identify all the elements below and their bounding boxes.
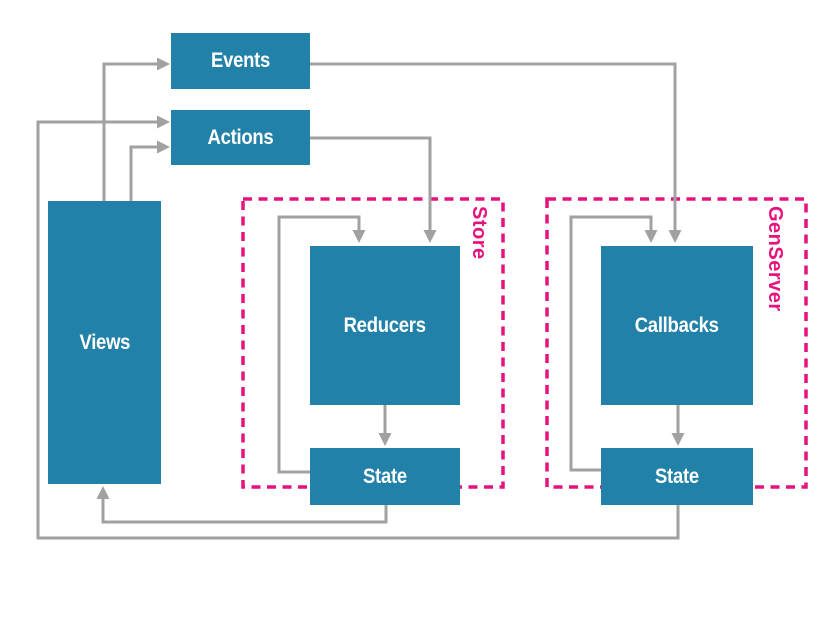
edge-actions-reducers — [310, 136, 432, 231]
node-callbacks-label: Callbacks — [635, 313, 719, 337]
node-reducers-label: Reducers — [343, 313, 427, 337]
store-group-border — [241, 197, 505, 489]
arrowhead-into-events — [157, 57, 170, 71]
store-group-label: Store — [468, 206, 490, 260]
edge-store-state-views — [101, 499, 388, 524]
arrowhead-into-store-state — [378, 433, 392, 446]
node-genserver-state-label: State — [655, 464, 699, 488]
node-genserver-state: State — [601, 448, 753, 505]
node-views: Views — [48, 201, 161, 484]
node-events: Events — [171, 33, 310, 89]
edge-genserver-state-callbacks-loop — [569, 215, 653, 472]
arrowhead-into-actions-lower — [157, 140, 170, 154]
arrowhead-into-callbacks-loop — [644, 230, 658, 243]
node-store-state: State — [310, 448, 460, 505]
arrowhead-into-reducers-loop — [352, 230, 366, 243]
arrowhead-into-reducers — [423, 230, 437, 243]
node-events-label: Events — [210, 49, 271, 72]
node-views-label: Views — [79, 330, 130, 354]
node-reducers: Reducers — [310, 246, 460, 405]
node-actions: Actions — [171, 110, 310, 165]
arrowhead-into-callbacks — [668, 230, 682, 243]
edge-events-callbacks — [310, 62, 677, 231]
edge-genserver-state-actions — [36, 120, 680, 540]
edge-views-actions — [129, 145, 158, 201]
arrowhead-into-views — [96, 486, 110, 499]
node-callbacks: Callbacks — [601, 246, 753, 405]
arrowhead-into-genserver-state — [671, 433, 685, 446]
genserver-group-label: GenServer — [764, 206, 786, 312]
arrowhead-into-actions-upper — [157, 115, 170, 129]
node-actions-label: Actions — [207, 125, 274, 149]
edge-store-state-reducers-loop — [277, 215, 361, 474]
edge-views-events — [102, 62, 158, 201]
node-store-state-label: State — [363, 464, 407, 488]
